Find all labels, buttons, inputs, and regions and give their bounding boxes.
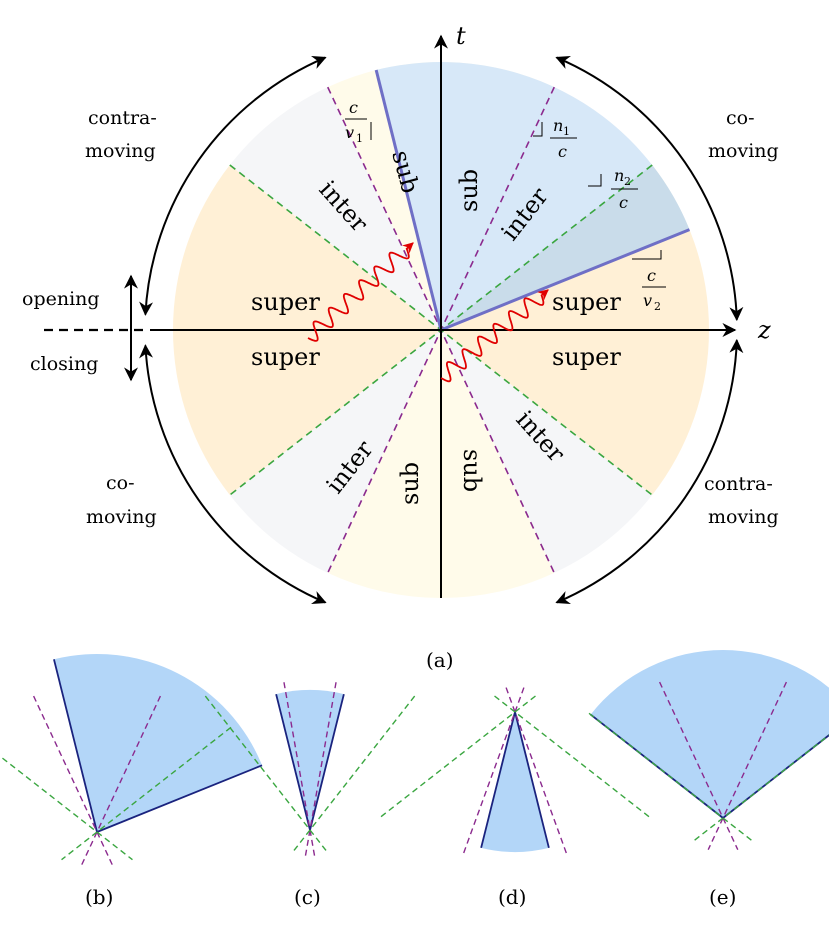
co-moving-top-line2: moving bbox=[708, 140, 779, 162]
contra-moving-bottom-line1: contra- bbox=[704, 473, 773, 495]
co-moving-top-line1: co- bbox=[726, 107, 755, 129]
panel-c-edge-r bbox=[309, 693, 345, 831]
label-super-lower-right: super bbox=[552, 343, 621, 371]
co-moving-bottom-line2: moving bbox=[86, 506, 157, 528]
caption-a: (a) bbox=[426, 648, 454, 672]
panel-b-fill bbox=[53, 654, 263, 832]
panel-d bbox=[380, 685, 650, 854]
panel-c-edge-l bbox=[275, 693, 311, 831]
panel-e-dash-0 bbox=[707, 681, 788, 851]
outer-arcs bbox=[139, 56, 744, 604]
svg-text:1: 1 bbox=[563, 125, 570, 138]
sub-panels bbox=[0, 650, 829, 869]
panel-e-dash-3 bbox=[588, 712, 755, 844]
wave-arrows bbox=[307, 242, 549, 383]
panel-d-edge-l bbox=[514, 711, 550, 849]
panel-e bbox=[588, 650, 829, 851]
panel-b-edge-l bbox=[53, 659, 98, 833]
panel-b-edge-r bbox=[96, 764, 263, 833]
arc-co-top bbox=[555, 56, 744, 322]
svg-text:1: 1 bbox=[356, 132, 363, 145]
panel-e-dash-1 bbox=[658, 681, 739, 851]
panel-b-dash-0 bbox=[79, 695, 162, 869]
z-axis-label: z bbox=[757, 316, 771, 344]
wave-left bbox=[307, 242, 414, 342]
svg-text:n: n bbox=[553, 116, 563, 135]
caption-d: (d) bbox=[498, 885, 526, 909]
contra-moving-bottom-line2: moving bbox=[708, 506, 779, 528]
slope-c-v1: c v 1 bbox=[345, 98, 372, 145]
label-sub-lower-right: sub bbox=[458, 449, 486, 492]
svg-text:c: c bbox=[558, 142, 567, 161]
svg-text:n: n bbox=[614, 166, 624, 185]
panel-e-fill bbox=[590, 650, 829, 818]
panel-c-dash-3 bbox=[204, 695, 330, 855]
panel-b bbox=[0, 654, 263, 869]
opening-label: opening bbox=[22, 288, 100, 310]
contra-moving-top-line1: contra- bbox=[88, 107, 157, 129]
panel-e-dash-2 bbox=[691, 734, 829, 844]
label-super-upper-left: super bbox=[251, 288, 320, 316]
svg-text:c: c bbox=[647, 266, 656, 285]
label-sub-upper-right: sub bbox=[455, 169, 483, 212]
label-super-upper-right: super bbox=[552, 288, 621, 316]
svg-text:2: 2 bbox=[654, 300, 661, 313]
panel-c bbox=[204, 682, 416, 858]
panel-b-dash-1 bbox=[32, 695, 115, 869]
slope-n2-c: n 2 c bbox=[588, 166, 638, 212]
panel-c-dash-2 bbox=[290, 695, 416, 855]
svg-text:c: c bbox=[619, 193, 628, 212]
arc-contra-top bbox=[139, 56, 327, 316]
panel-d-dash-2 bbox=[492, 694, 650, 818]
panel-b-dash-2 bbox=[61, 726, 232, 861]
panel-d-fill bbox=[481, 712, 549, 853]
panel-d-edge-r bbox=[480, 711, 516, 849]
panel-b-dash-3 bbox=[0, 755, 133, 861]
slope-n1-c: n 1 c bbox=[533, 116, 577, 161]
slope-c-v2: c v 2 bbox=[632, 250, 666, 313]
wave-right bbox=[440, 289, 549, 383]
arc-contra-bottom bbox=[555, 338, 744, 604]
panel-d-dash-3 bbox=[380, 694, 538, 818]
caption-b: (b) bbox=[85, 885, 113, 909]
svg-text:v: v bbox=[345, 123, 354, 142]
svg-text:2: 2 bbox=[624, 175, 631, 188]
arc-co-bottom bbox=[139, 344, 327, 604]
caption-e: (e) bbox=[709, 885, 736, 909]
contra-moving-top-line2: moving bbox=[85, 140, 156, 162]
label-super-lower-left: super bbox=[251, 343, 320, 371]
panel-c-fill bbox=[276, 690, 344, 830]
closing-label: closing bbox=[30, 353, 98, 375]
caption-c: (c) bbox=[294, 885, 321, 909]
band-edge-0 bbox=[374, 69, 443, 331]
svg-text:c: c bbox=[349, 98, 358, 117]
co-moving-bottom-line1: co- bbox=[106, 472, 135, 494]
t-axis-label: t bbox=[456, 22, 466, 50]
svg-text:v: v bbox=[643, 291, 652, 310]
label-sub-lower-left: sub bbox=[396, 462, 424, 505]
